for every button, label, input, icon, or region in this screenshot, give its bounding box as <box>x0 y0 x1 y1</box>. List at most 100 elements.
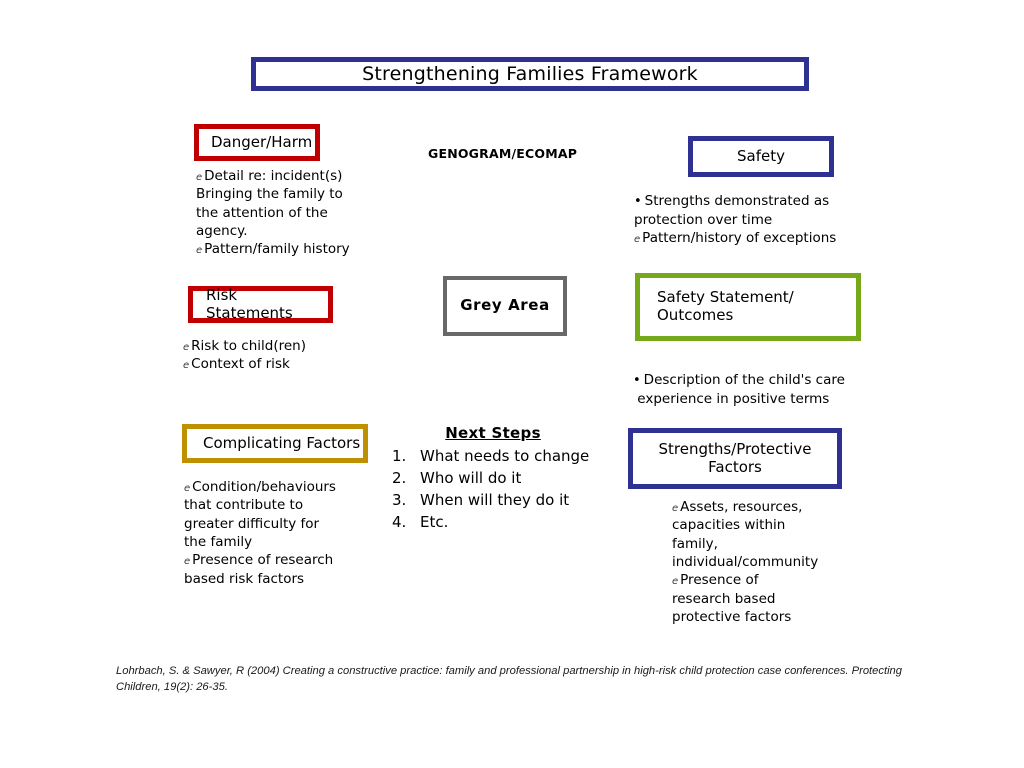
slide-title-box: Strengthening Families Framework <box>251 57 809 91</box>
text-line-content: the attention of the <box>196 204 328 221</box>
next-steps-item: 2. Who will do it <box>392 467 612 489</box>
safety-label: Safety <box>737 146 785 165</box>
next-steps-item-label: Etc. <box>420 513 449 532</box>
text-line-content: Bringing the family to <box>196 186 343 203</box>
text-line: family, <box>672 535 857 553</box>
wingding-bullet-icon: e <box>184 482 191 494</box>
text-line-content: capacities within <box>672 517 786 534</box>
text-line: protective factors <box>672 608 857 626</box>
complicating-factors-box[interactable]: Complicating Factors <box>182 424 368 463</box>
text-line: experience in positive terms <box>633 390 873 408</box>
text-line-content: Pattern/family history <box>204 241 350 258</box>
wingding-bullet-icon: e <box>183 359 190 371</box>
text-line: agency. <box>196 222 386 240</box>
wingding-bullet-icon: e <box>634 233 641 245</box>
page-title: Strengthening Families Framework <box>362 63 698 85</box>
text-line: individual/community <box>672 553 857 571</box>
text-line-content: Description of the child's care <box>643 372 845 388</box>
next-steps-block: Next Steps 1. What needs to change 2. Who w… <box>392 422 612 533</box>
text-line-content: Strengths demonstrated as <box>644 193 830 209</box>
text-line: research based <box>672 590 857 608</box>
text-line-content: Detail re: incident(s) <box>204 168 343 184</box>
dot-bullet-icon: • <box>633 373 641 388</box>
strengths-protective-factors-box[interactable]: Strengths/Protective Factors <box>628 428 842 489</box>
text-line-content: Risk to child(ren) <box>191 338 306 354</box>
text-line: greater difficulty for <box>184 515 374 533</box>
text-line: •Strengths demonstrated as <box>634 192 874 211</box>
text-line-content: Condition/behaviours <box>192 479 336 495</box>
text-line: based risk factors <box>184 570 374 588</box>
text-line-content: based risk factors <box>184 570 305 587</box>
strengths-protective-factors-label: Strengths/Protective Factors <box>658 439 812 476</box>
text-line: the family <box>184 533 374 551</box>
text-line-content: greater difficulty for <box>184 515 320 532</box>
next-steps-item-number: 3. <box>392 491 407 510</box>
genogram-ecomap-label: GENOGRAM/ECOMAP <box>428 146 578 161</box>
text-line: that contribute to <box>184 496 374 514</box>
text-line-content: family, <box>672 535 718 552</box>
next-steps-item-label: Who will do it <box>420 469 522 488</box>
wingding-bullet-icon: e <box>184 555 191 567</box>
text-line-content: agency. <box>196 223 248 240</box>
complicating-factors-label: Complicating Factors <box>203 433 361 452</box>
text-line-content: Assets, resources, <box>680 499 803 515</box>
text-line: Bringing the family to <box>196 185 386 203</box>
text-line: •Description of the child's care <box>633 371 873 390</box>
text-line-content: that contribute to <box>184 497 304 514</box>
text-line: capacities within <box>672 516 857 534</box>
next-steps-item-label: What needs to change <box>420 447 590 466</box>
wingding-bullet-icon: e <box>672 502 679 514</box>
text-line-content: protection over time <box>634 211 773 228</box>
text-line-content: research based <box>672 590 776 607</box>
next-steps-item: 3. When will they do it <box>392 489 612 511</box>
wingding-bullet-icon: e <box>672 575 679 587</box>
next-steps-item-number: 1. <box>392 447 407 466</box>
next-steps-item: 4. Etc. <box>392 511 612 533</box>
safety-statement-box[interactable]: Safety Statement/ Outcomes <box>635 273 861 341</box>
next-steps-item: 1. What needs to change <box>392 445 612 467</box>
safety-box[interactable]: Safety <box>688 136 834 177</box>
dot-bullet-icon: • <box>634 194 642 209</box>
text-line-content: experience in positive terms <box>633 390 830 407</box>
danger-harm-label: Danger/Harm <box>211 132 313 151</box>
safety-statement-text: •Description of the child's care experie… <box>633 371 873 408</box>
text-line-content: Presence of <box>680 572 759 589</box>
text-line: the attention of the <box>196 204 386 222</box>
text-line-content: Pattern/history of exceptions <box>642 230 837 247</box>
risk-statements-box[interactable]: Risk Statements <box>188 286 333 323</box>
text-line: protection over time <box>634 211 874 229</box>
safety-statement-label: Safety Statement/ Outcomes <box>657 288 794 324</box>
grey-area-box[interactable]: Grey Area <box>443 276 567 336</box>
wingding-bullet-icon: e <box>183 341 190 353</box>
wingding-bullet-icon: e <box>196 171 203 183</box>
next-steps-item-label: When will they do it <box>420 491 570 510</box>
wingding-bullet-icon: e <box>196 244 203 256</box>
next-steps-title: Next Steps <box>445 424 541 442</box>
next-steps-item-number: 4. <box>392 513 407 532</box>
danger-harm-box[interactable]: Danger/Harm <box>194 124 320 161</box>
citation-footer: Lohrbach, S. & Sawyer, R (2004) Creating… <box>116 665 903 694</box>
text-line-content: protective factors <box>672 609 792 626</box>
next-steps-item-number: 2. <box>392 469 407 488</box>
text-line-content: the family <box>184 534 253 551</box>
text-line-content: individual/community <box>672 554 819 571</box>
text-line-content: Context of risk <box>191 356 290 373</box>
risk-statements-label: Risk Statements <box>206 285 293 322</box>
grey-area-label: Grey Area <box>460 296 550 315</box>
